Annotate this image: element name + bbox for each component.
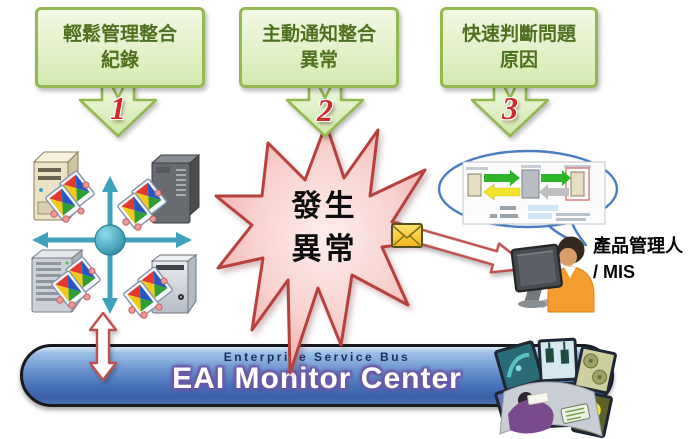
yellow-arrow: [483, 183, 521, 201]
callout-notify-exception: 主動通知整合 異常: [239, 7, 399, 88]
highlight-box: [565, 167, 590, 201]
callout-3-line1: 快速判斷問題: [461, 23, 576, 45]
callout-1-line2: 紀錄: [100, 49, 139, 71]
monitor-icon: [510, 243, 563, 293]
esb-double-arrow: [88, 311, 118, 382]
callout-2-line2: 異常: [299, 49, 338, 71]
person-face: [559, 248, 577, 266]
callout-3-line2: 原因: [499, 49, 538, 71]
flow-table: [490, 205, 590, 221]
mini-server-left: [467, 173, 482, 197]
monitoring-wall-collage: [494, 337, 617, 439]
callout-arrow-1: [78, 84, 158, 138]
console-keyboard: [560, 403, 591, 424]
admin-at-monitor-icon: [510, 236, 595, 313]
burst-line1: 發生: [291, 190, 358, 223]
step-number-3: 3: [502, 90, 518, 126]
gray-arrow: [539, 184, 569, 200]
green-arrow: [541, 170, 571, 186]
banner-subtitle: Enterprise Service Bus: [223, 350, 411, 364]
callout-1-line1: 輕鬆管理整合: [62, 23, 177, 45]
callout-judge-problem: 快速判斷問題 原因: [440, 7, 598, 88]
diagnosis-speech-bubble: [437, 149, 619, 247]
step-number-2: 2: [317, 92, 333, 128]
burst-line2: 異常: [291, 232, 358, 266]
callout-arrow-2: [285, 84, 365, 138]
callout-manage-records: 輕鬆管理整合 紀錄: [35, 7, 205, 88]
server-icon-dark: [150, 153, 201, 224]
envelope-icon: [391, 223, 423, 248]
exception-burst-shape: [214, 122, 439, 375]
admin-role-line2: / MIS: [593, 262, 636, 283]
mini-server-middle: [521, 169, 540, 199]
monitor-stand: [524, 289, 542, 303]
callout-arrow-3: [470, 84, 550, 138]
operator-body: [508, 399, 554, 434]
green-arrow: [484, 170, 520, 186]
mini-server-right: [570, 171, 585, 197]
banner-title: EAI Monitor Center: [172, 362, 462, 395]
admin-role-label: 產品管理人 / MIS: [593, 233, 700, 285]
callout-2-line1: 主動通知整合: [261, 23, 376, 45]
step-number-1: 1: [110, 90, 126, 126]
exception-burst-label: 發生 異常: [252, 186, 397, 271]
admin-role-line1: 產品管理人: [593, 236, 683, 256]
hub-cross-icon: [32, 176, 192, 314]
